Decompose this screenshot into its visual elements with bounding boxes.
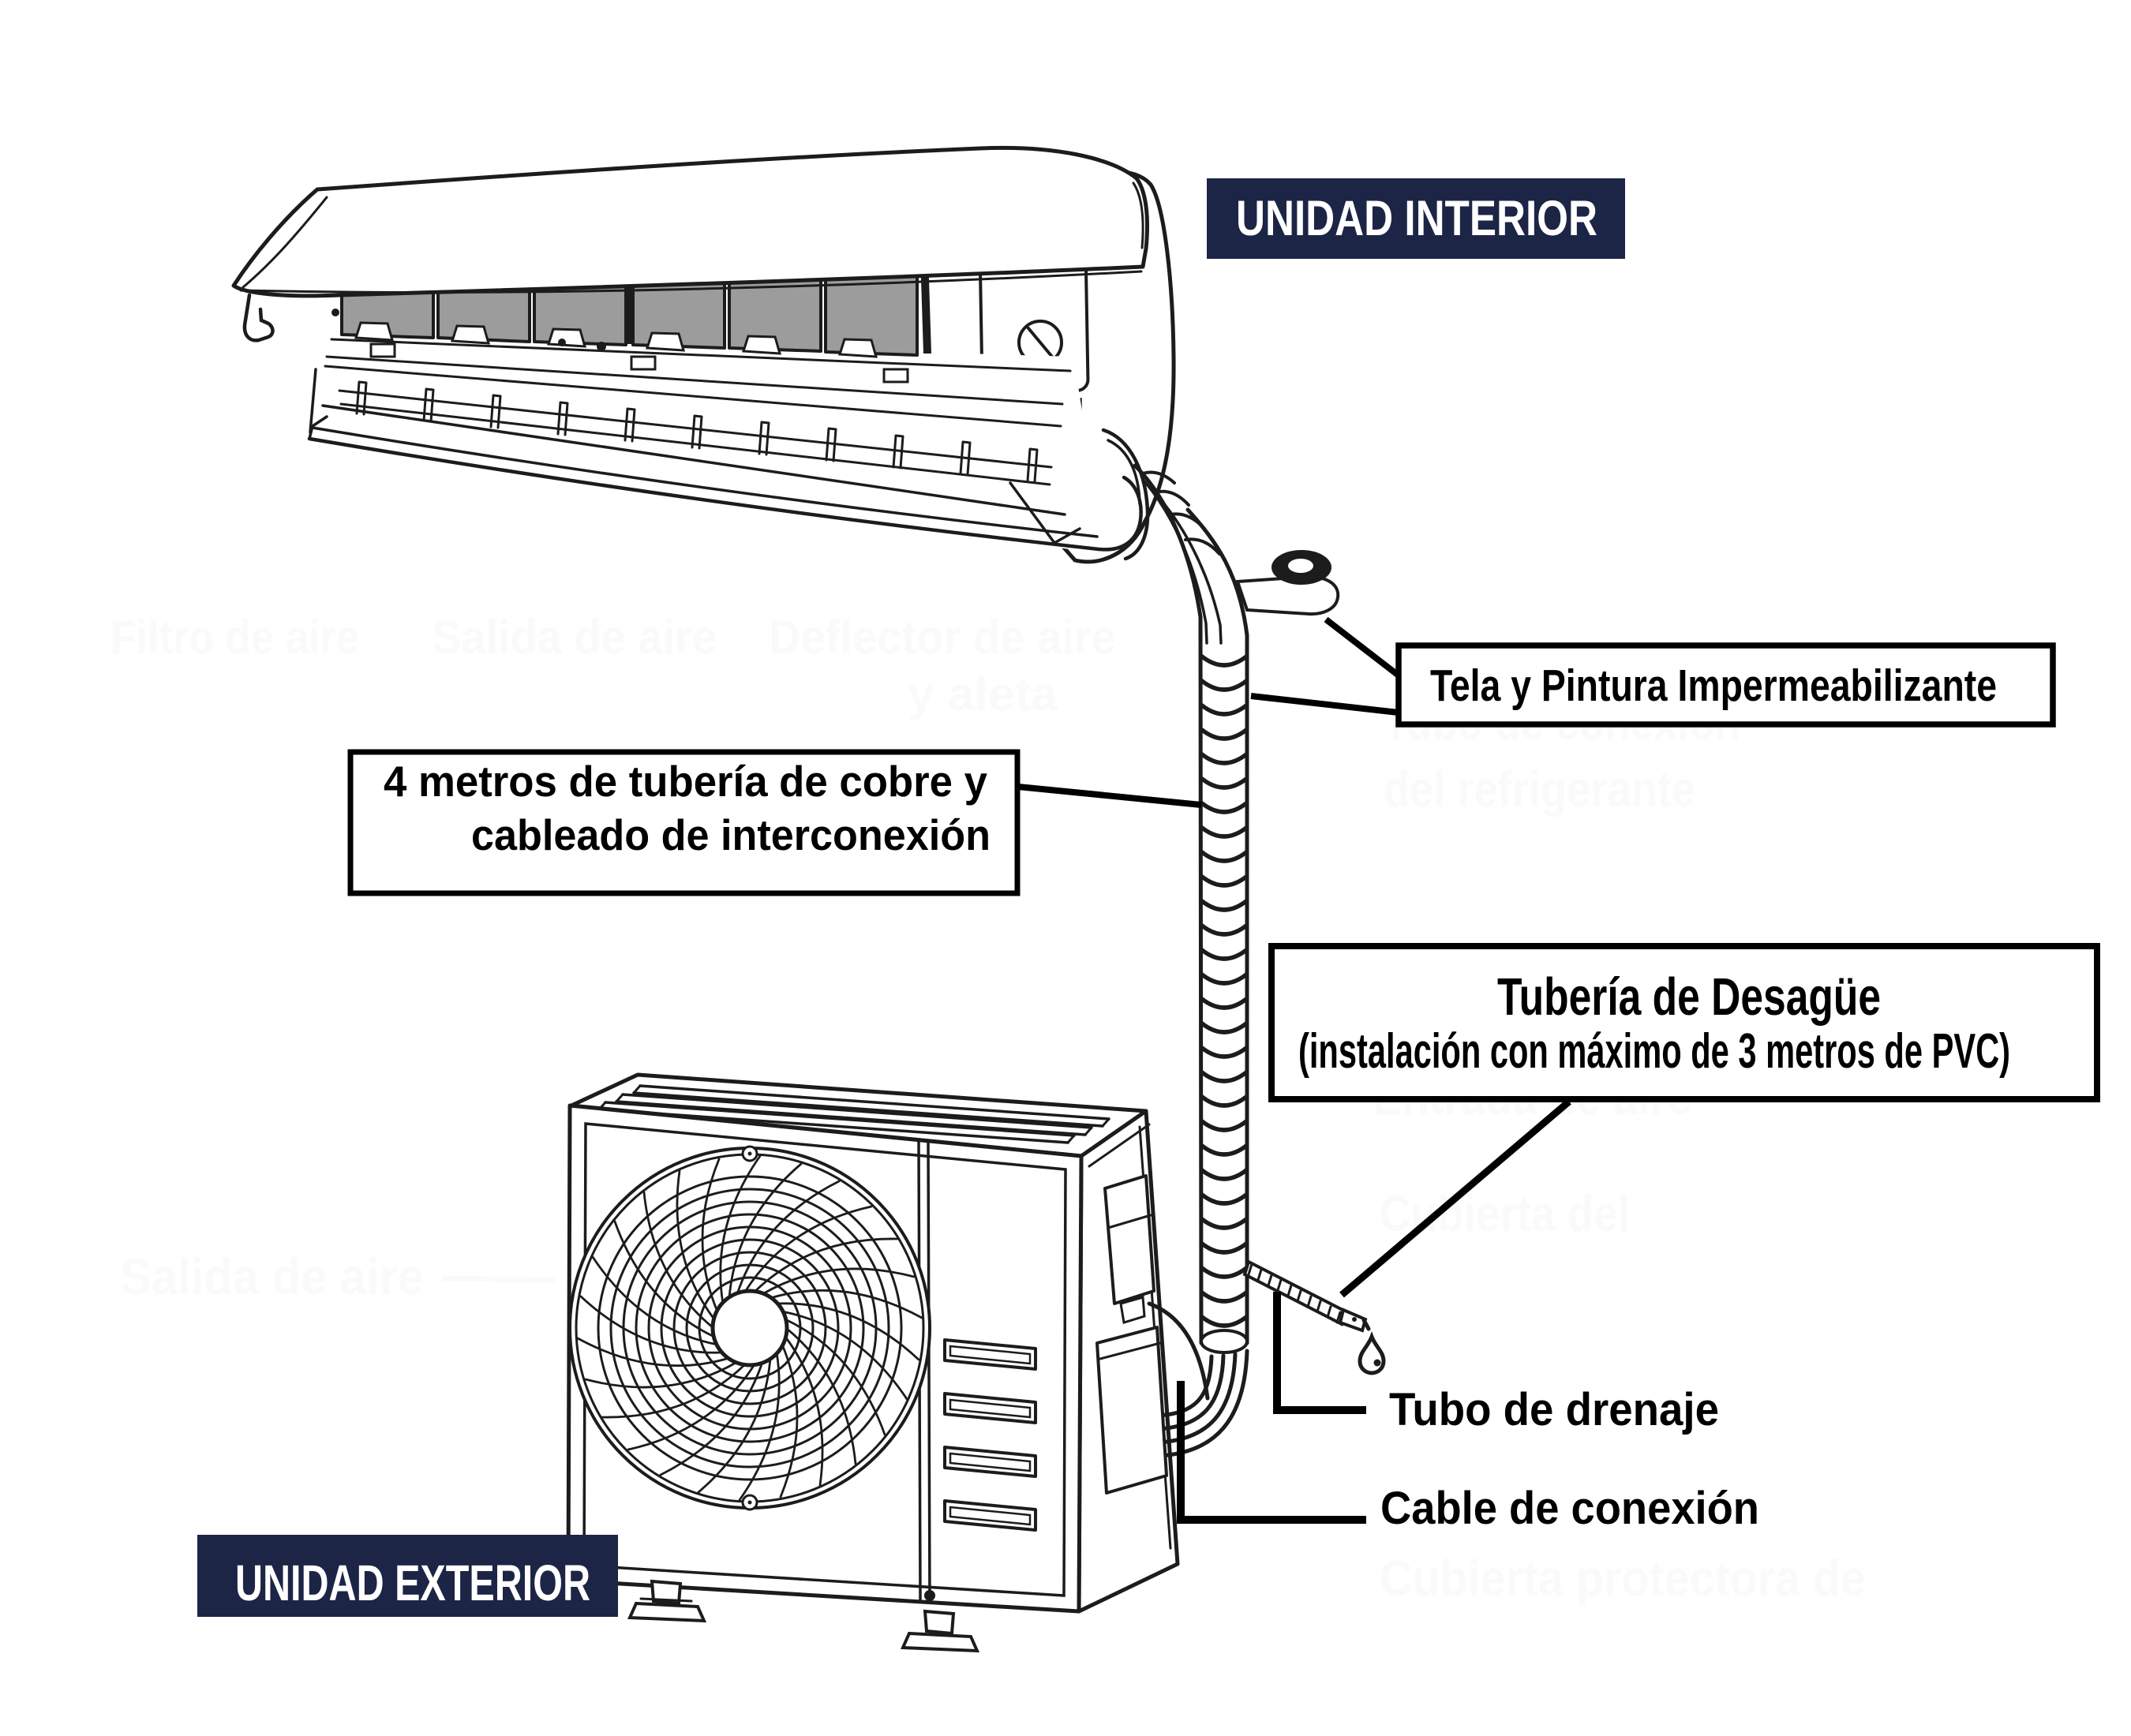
svg-text:UNIDAD EXTERIOR: UNIDAD EXTERIOR: [235, 1555, 590, 1611]
svg-text:Tela y Pintura Impermeabilizan: Tela y Pintura Impermeabilizante: [1430, 660, 1997, 711]
svg-text:y aleta: y aleta: [908, 668, 1058, 720]
svg-text:Deflector de aire: Deflector de aire: [769, 611, 1116, 664]
svg-text:UNIDAD INTERIOR: UNIDAD INTERIOR: [1236, 191, 1597, 246]
svg-text:(instalación con máximo de 3 m: (instalación con máximo de 3 metros de P…: [1298, 1024, 2010, 1079]
svg-text:Salida de aire: Salida de aire: [120, 1248, 424, 1305]
svg-text:cableado de interconexión: cableado de interconexión: [471, 810, 991, 859]
svg-text:4 metros de tubería de cobre y: 4 metros de tubería de cobre y: [384, 757, 987, 806]
svg-text:Cable de conexión: Cable de conexión: [1380, 1483, 1759, 1534]
svg-text:Tubo de drenaje: Tubo de drenaje: [1389, 1384, 1719, 1435]
svg-text:Cubierta del: Cubierta del: [1380, 1185, 1630, 1242]
svg-text:Tubería de Desagüe: Tubería de Desagüe: [1497, 967, 1881, 1027]
svg-text:del refrigerante: del refrigerante: [1384, 761, 1695, 817]
svg-text:Filtro de aire: Filtro de aire: [110, 611, 359, 664]
svg-text:Cubierta protectora de: Cubierta protectora de: [1380, 1550, 1866, 1607]
svg-text:Salida de aire: Salida de aire: [432, 611, 717, 664]
